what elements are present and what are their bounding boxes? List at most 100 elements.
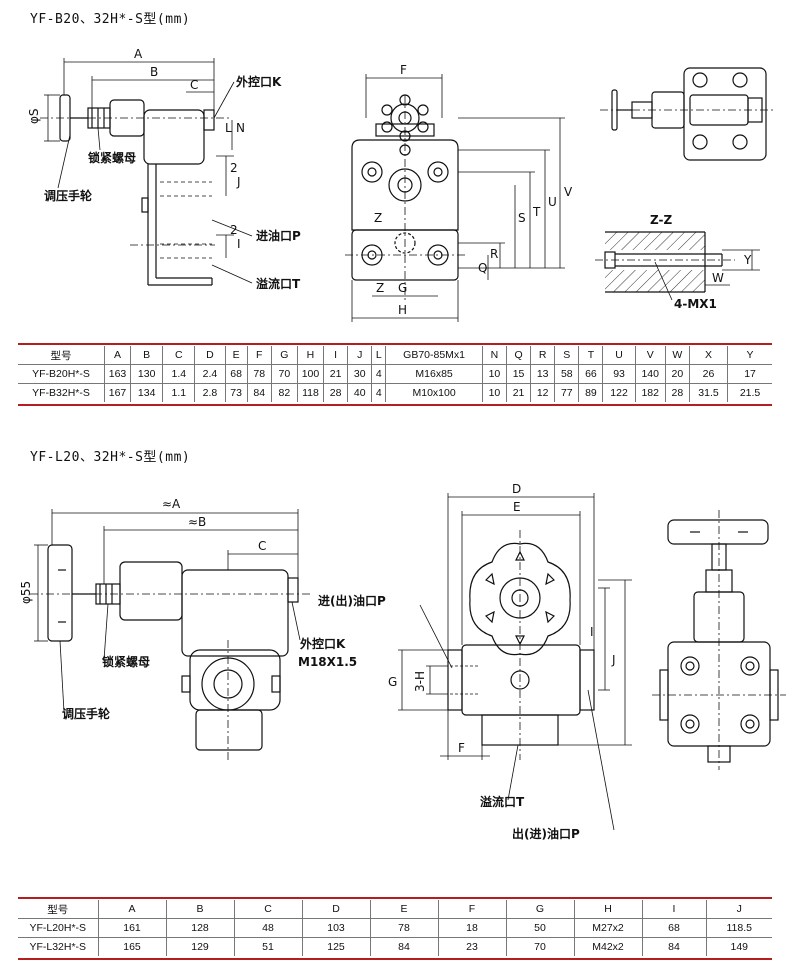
b-th: L [371,346,387,365]
l-spec-table: 型号 A B C D E F G H I J YF-L20H*-S 161 12… [18,900,772,956]
b-td: 167 [104,383,132,402]
b-dim-B: B [150,65,158,79]
l-td: 23 [438,937,507,956]
l-dim-F: F [458,741,465,755]
l-dim-A: ≈A [162,497,181,511]
l-lock-nut-label: 锁紧螺母 [102,654,150,669]
b-screw-label: 4-MX1 [674,297,717,311]
b-table-row: YF-B20H*-S 163 130 1.4 2.4 68 78 70 100 … [18,364,772,384]
b-dim-F: F [400,63,407,77]
b-td: 122 [602,383,636,402]
table2-bottom-rule [18,958,772,960]
b-td: 73 [225,383,248,402]
b-td: 28 [323,383,349,402]
b-td: 68 [225,364,248,384]
l-dim-C: C [258,539,266,553]
b-th: E [225,346,248,365]
l-table-header-row: 型号 A B C D E F G H I J [18,900,772,919]
b-td: YF-B20H*-S [18,364,105,384]
b-td: 21.5 [739,387,761,399]
l-td: 149 [730,941,749,953]
b-front-view [345,74,565,322]
l-table-row: YF-L20H*-S 161 128 48 103 78 18 50 M27x2… [18,918,772,938]
l-td: 48 [234,918,303,938]
b-spec-table: 型号 A B C D E F G H I J L GB70-85Mx1 N Q … [18,346,772,402]
b-td: 140 [635,364,666,384]
l-td: 118.5 [706,918,772,938]
b-td: 89 [578,383,604,402]
l-td: YF-L32H*-S [18,937,99,956]
b-td: 2.4 [194,364,226,384]
b-th: T [578,346,604,365]
b-td: 15 [506,364,532,384]
b-dim-U: U [548,195,557,209]
b-td: 4 [371,364,387,384]
b-td: 78 [247,364,272,384]
b-lock-nut-label: 锁紧螺母 [88,150,136,165]
b-section-label: Z-Z [650,213,672,227]
b-dim-N: N [236,121,245,135]
b-dim-A: A [134,47,143,61]
l-td: 165 [98,937,167,956]
l-outer-port-label: 外控口K [300,636,346,651]
l-th: G [506,900,575,919]
b-td: 84 [247,383,272,402]
b-table-header-row: 型号 A B C D E F G H I J L GB70-85Mx1 N Q … [18,346,772,365]
b-th: F [247,346,272,365]
table2-top-rule [18,897,772,899]
b-th: D [194,346,226,365]
b-td: 31.5 [689,383,729,402]
l-dim-J: J [611,653,616,667]
b-dim-C: C [190,78,198,92]
b-td: 10 [482,383,507,402]
b-td: 26 [689,364,729,384]
b-td: 20 [665,364,690,384]
l-front-view [398,493,632,831]
b-th: I [323,346,349,365]
b-overflow-label: 溢流口T [256,276,301,291]
b-td: 12 [530,383,556,402]
b-table-row: YF-B32H*-S 167 134 1.1 2.8 73 84 82 118 … [18,383,772,402]
b-td: 93 [602,364,636,384]
l-td: 18 [438,918,507,938]
b-td: 82 [271,383,298,402]
l-td: M27x2 [574,918,643,938]
l-td: YF-L20H*-S [18,918,99,938]
l-dim-E: E [513,500,521,514]
b-td: 10 [482,364,507,384]
l-th: B [166,900,235,919]
l-td: 78 [370,918,439,938]
b-th: C [162,346,196,365]
b-td: 21 [506,383,532,402]
b-th: S [554,346,580,365]
b-th: J [347,346,373,365]
l-td: 128 [166,918,235,938]
b-td: 182 [635,383,666,402]
b-dim-Q: Q [478,261,487,275]
l-th: A [98,900,167,919]
b-handwheel-label: 调压手轮 [44,188,93,203]
l-dim-I: I [590,625,594,639]
l-thread-label: M18X1.5 [298,655,357,669]
l-dim-phi55: φ55 [19,581,33,604]
b-th: Y [727,346,772,365]
b-side-view [40,58,253,286]
b-th: N [482,346,507,365]
l-dim-H: 3-H [413,671,427,692]
l-dim-D: D [512,482,521,496]
b-dim-Z1: Z [374,211,382,225]
b-td: M10x100 [385,383,483,402]
b-dim-H: H [398,303,407,317]
l-dim-G: G [388,675,397,689]
b-dim-two-a: 2 [230,161,238,175]
l-th: F [438,900,507,919]
section1-title: YF-B20、32H*-S型(mm) [30,12,191,27]
b-th: U [602,346,636,365]
l-td: 70 [506,937,575,956]
b-th: V [635,346,666,365]
l-outin-label: 出(进)油口P [512,826,580,841]
b-th: GB70-85Mx1 [385,346,483,365]
b-dim-L: L [225,121,232,135]
l-th: C [234,900,303,919]
b-dim-S: S [518,211,526,225]
